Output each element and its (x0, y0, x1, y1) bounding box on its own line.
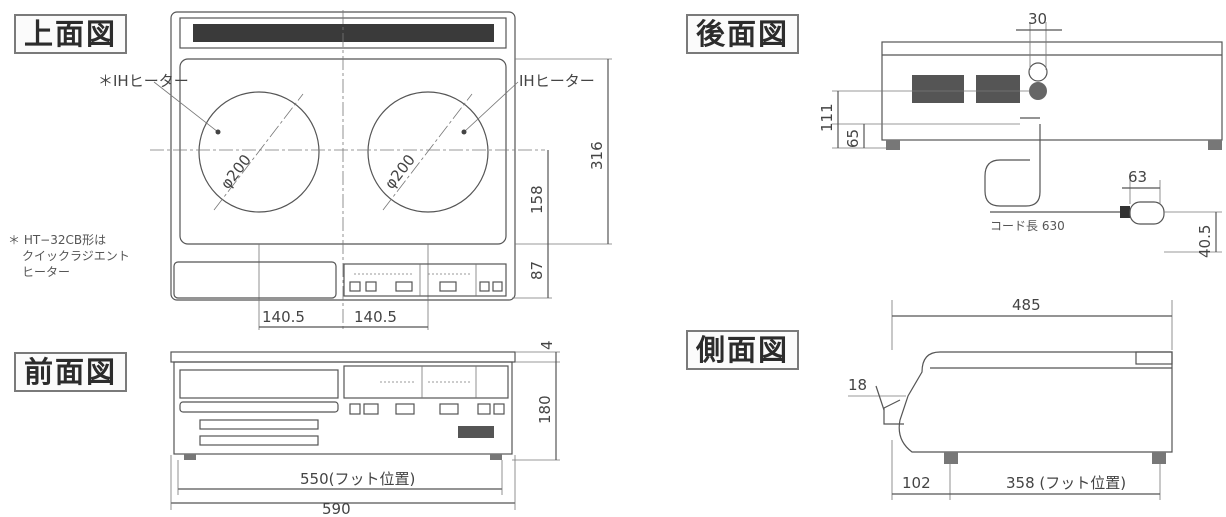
power-plug (1129, 201, 1165, 225)
foot-right (490, 454, 502, 460)
grill-handle (179, 401, 339, 413)
side-body (898, 351, 1173, 453)
dim-358: 358 (フット位置) (1006, 474, 1126, 492)
dim-316: 316 (588, 141, 606, 170)
front-top-plate (170, 351, 516, 363)
rear-vent-left (912, 75, 964, 103)
side-drawer-handle (883, 399, 904, 425)
dim-140-5-right: 140.5 (354, 308, 397, 326)
dim-40-5: 40.5 (1196, 225, 1214, 258)
panel-button (395, 281, 413, 292)
dim-18: 18 (848, 376, 867, 394)
dim-30: 30 (1028, 10, 1047, 28)
dim-140-5-left: 140.5 (262, 308, 305, 326)
front-display-panel (343, 365, 509, 399)
foot-left (184, 454, 196, 460)
dim-111: 111 (818, 103, 836, 132)
panel-button (365, 281, 377, 292)
dim-4: 4 (538, 340, 556, 350)
dim-485: 485 (1012, 296, 1041, 314)
top-view (150, 10, 612, 330)
label-heater-left: ＊IHヒーター (98, 72, 189, 90)
grill-window (179, 369, 339, 399)
view-label-front: 前面図 (14, 352, 128, 392)
view-label-side: 側面図 (686, 330, 800, 370)
dim-65: 65 (844, 129, 862, 148)
dim-180: 180 (536, 395, 554, 424)
leader-heater-right (463, 81, 519, 133)
front-body (173, 361, 513, 455)
panel-button (479, 281, 490, 292)
note-line-1: ＊ HT−32CB形は (8, 233, 106, 247)
dim-63: 63 (1128, 168, 1147, 186)
heater-right-circle (367, 91, 489, 213)
exhaust-vent (193, 24, 494, 42)
label-diameter-right: φ200 (381, 151, 419, 192)
cord-outlet (1029, 82, 1047, 100)
cord-length-label: コード長 630 (990, 219, 1065, 233)
note-line-3: ヒーター (22, 265, 70, 279)
panel-button (349, 281, 361, 292)
dim-87: 87 (528, 261, 546, 280)
power-cord (984, 124, 1041, 207)
note-line-2: クイックラジエント (22, 249, 130, 263)
heater-left-marker (215, 129, 221, 135)
grill-drawer-top (173, 261, 337, 299)
dim-590: 590 (322, 500, 351, 517)
panel-button (439, 281, 457, 292)
side-view (848, 300, 1173, 500)
label-heater-right: IHヒーター (519, 72, 595, 90)
leader-heater-left (153, 81, 219, 133)
control-panel-top (343, 263, 507, 297)
heater-right-marker (461, 129, 467, 135)
dim-102: 102 (902, 474, 931, 492)
front-view (170, 351, 560, 510)
front-knob (458, 426, 494, 438)
rear-view (832, 22, 1223, 253)
dim-158: 158 (528, 185, 546, 214)
label-diameter-left: φ200 (217, 151, 255, 192)
heater-left-circle (198, 91, 320, 213)
dim-550: 550(フット位置) (300, 470, 415, 488)
view-label-top: 上面図 (14, 14, 128, 54)
view-label-rear: 後面図 (686, 14, 800, 54)
rear-vent-right (976, 75, 1020, 103)
diameter-line-right (382, 93, 473, 211)
diameter-line-left (213, 93, 304, 211)
panel-button (492, 281, 503, 292)
